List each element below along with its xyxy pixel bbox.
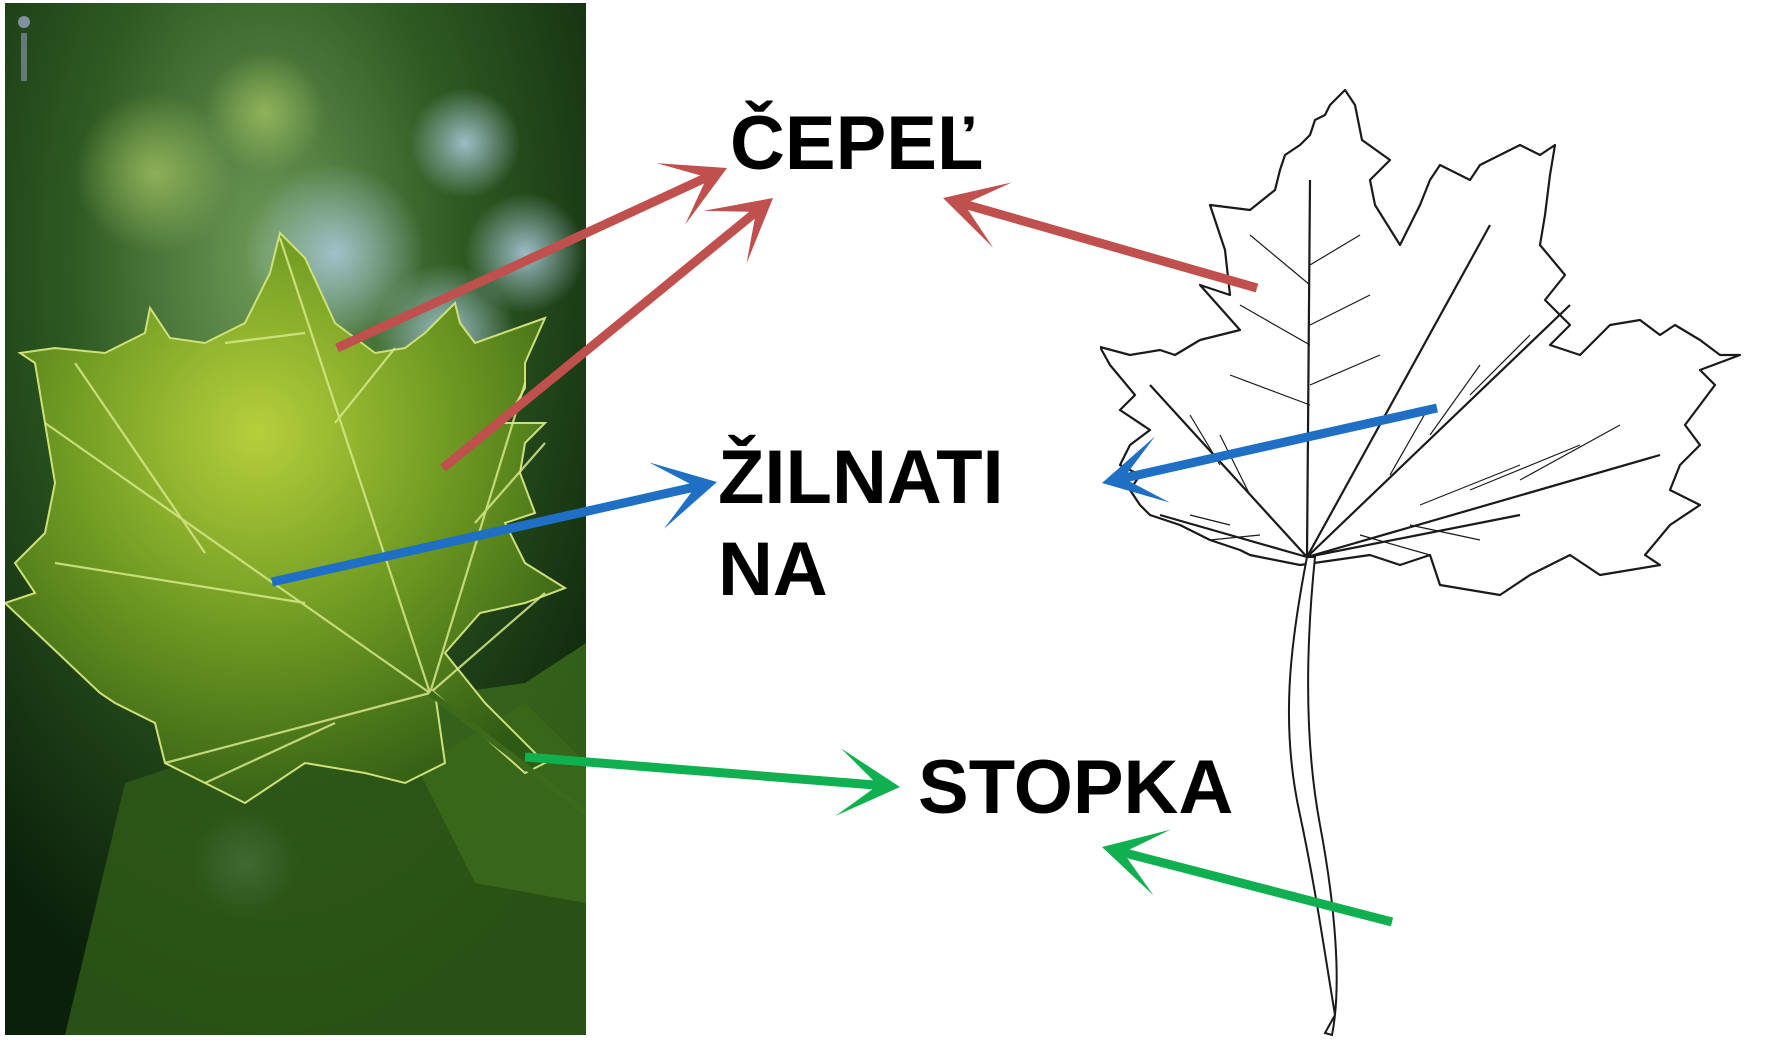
watermark-logo <box>17 15 31 85</box>
label-veins: ŽILNATINA <box>718 432 1048 616</box>
maple-leaf-line-drawing <box>1100 85 1785 1049</box>
label-blade: ČEPEĽ <box>730 98 983 190</box>
maple-leaf-photo <box>5 3 586 1035</box>
label-petiole: STOPKA <box>918 742 1233 834</box>
